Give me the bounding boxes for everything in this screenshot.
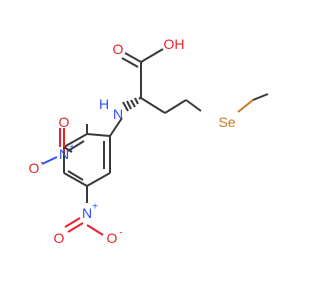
amine-hydrogen-label: H [99,96,109,112]
nitro2-single-oxygen-label: O [29,160,40,176]
bond-calpha-cbeta [140,97,166,114]
molecule-structure: OH O N H Se N + O O - N + O O - [29,36,269,246]
nitro4-double-oxygen-label: O [54,230,65,246]
bond-n-ring [109,117,123,137]
nitro4-single-oxygen-label: O [107,230,118,246]
amine-nitrogen-label: N [113,106,123,122]
nitro4-nitrogen-charge: + [92,202,98,213]
bond-ring-c2-nitro2 [63,146,73,153]
bond-cgamma-se [185,99,202,112]
bond-ccarboxyl-oh [140,48,164,63]
nitro2-double-oxygen-label: O [59,114,70,130]
nitro2-oxygen-charge: - [40,158,43,169]
carbonyl-oxygen-label: O [113,41,124,57]
hydroxyl-label: OH [164,36,185,52]
bond-nitro4-o-double-a [67,222,84,233]
bond-se-methyl-tail [252,93,269,101]
bond-ccarboxyl-o-double-b [121,57,139,68]
stereo-hash-bond [122,96,142,112]
selenium-label: Se [218,114,235,130]
bond-ccarboxyl-o-double-a [124,52,142,63]
nitro4-oxygen-charge: - [119,228,122,239]
nitro2-nitrogen-charge: + [69,143,75,154]
bond-cbeta-cgamma [164,99,187,114]
bond-nitro4-o-single [86,224,104,236]
nitro4-nitrogen-label: N [82,205,92,221]
bond-se-methyl [237,99,254,113]
nitro2-nitrogen-label: N [59,146,69,162]
bond-nitro2-o-single [41,156,58,165]
bond-nitro4-o-double-b [64,217,81,228]
